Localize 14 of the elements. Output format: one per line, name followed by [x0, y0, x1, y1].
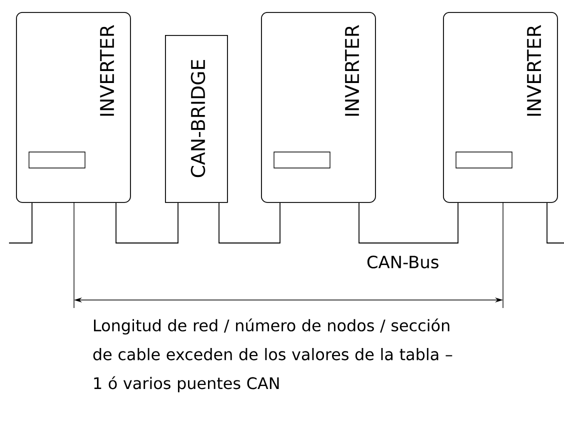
bus-wire — [546, 202, 564, 244]
display-window — [274, 152, 330, 168]
bus-wire — [358, 202, 458, 244]
display-window — [456, 152, 512, 168]
display-window — [28, 152, 86, 168]
bus-wire — [8, 202, 32, 244]
inverter-box: INVERTER — [261, 12, 376, 203]
bridge-box: CAN-BRIDGE — [165, 35, 228, 203]
inverter-box: INVERTER — [16, 12, 131, 203]
note-text: Longitud de red / número de nodos / sección de cable exceden de los valores de la tabla – 1 ó varios puentes CAN — [93, 318, 452, 392]
bus-wire — [116, 202, 178, 244]
bus-wire — [218, 202, 280, 244]
inverter-box: INVERTER — [443, 12, 558, 203]
bus-label: CAN-Bus — [367, 256, 438, 268]
